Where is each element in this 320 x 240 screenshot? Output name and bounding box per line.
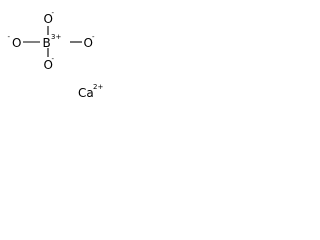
bottom-oxygen-symbol: O: [44, 58, 53, 72]
top-oxygen-symbol: O: [44, 12, 53, 26]
left-oxygen-charge: -: [8, 33, 11, 41]
right-oxygen-symbol: O: [84, 36, 93, 50]
calcium-charge: 2+: [93, 83, 103, 91]
left-oxygen-symbol: O: [12, 36, 21, 50]
calcium-symbol: Ca: [78, 86, 94, 100]
bottom-oxygen-charge: -: [52, 55, 55, 63]
top-oxygen-charge: -: [52, 9, 55, 17]
right-oxygen-charge: -: [92, 33, 95, 41]
chemical-structure: O - - O B 3+ O - O - Ca 2+: [8, 9, 104, 100]
boron-charge: 3+: [51, 33, 61, 41]
boron-symbol: B: [43, 36, 51, 50]
